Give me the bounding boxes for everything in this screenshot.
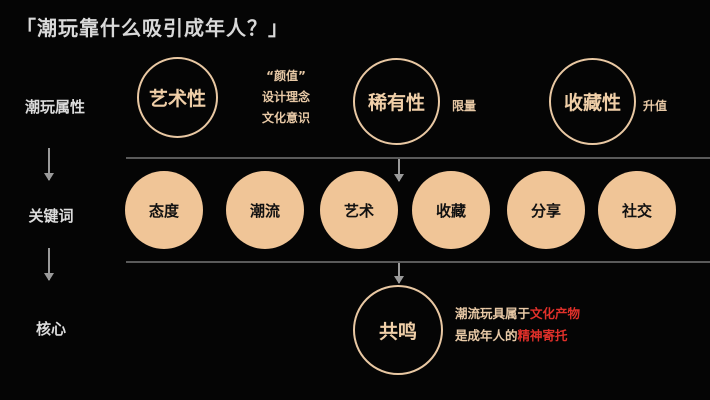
keyword-disc: 潮流	[226, 171, 304, 249]
row-label-attributes: 潮玩属性	[24, 98, 85, 116]
row-label-core: 核心	[35, 320, 66, 338]
attribute-notes-rarity: 限量	[452, 96, 476, 117]
page-title: 「潮玩靠什么吸引成年人？」	[16, 16, 289, 40]
attribute-notes-collectible: 升值	[643, 96, 667, 117]
note-line: 文化意识	[261, 111, 310, 125]
attribute-circle-art: 艺术性	[137, 57, 218, 138]
row-label-keywords: 关键词	[28, 207, 74, 225]
attribute-notes-art: “颜值” 设计理念 文化意识	[250, 66, 322, 129]
keyword-disc: 收藏	[412, 171, 490, 249]
down-arrow-icon	[44, 148, 54, 181]
note-line: 升值	[643, 99, 668, 113]
note-line: “颜值”	[266, 69, 306, 83]
core-text: 是成年人的	[455, 328, 518, 343]
core-highlight: 精神寄托	[517, 328, 568, 343]
down-arrow-icon	[394, 159, 404, 182]
attribute-label: 艺术性	[148, 88, 206, 110]
core-highlight: 文化产物	[530, 306, 581, 321]
keyword-disc: 分享	[507, 171, 585, 249]
divider-line	[126, 261, 710, 263]
core-line-1: 潮流玩具属于文化产物	[455, 303, 580, 325]
down-arrow-icon	[44, 248, 54, 281]
core-text: 潮流玩具属于	[455, 306, 531, 321]
core-description: 潮流玩具属于文化产物 是成年人的精神寄托	[455, 303, 580, 347]
core-line-2: 是成年人的精神寄托	[455, 325, 580, 347]
keyword-disc: 艺术	[320, 171, 398, 249]
note-line: 限量	[452, 99, 477, 113]
divider-line	[126, 157, 710, 159]
keyword-disc: 社交	[598, 171, 676, 249]
attribute-circle-collectible: 收藏性	[549, 58, 636, 145]
attribute-circle-rarity: 稀有性	[353, 58, 440, 145]
attribute-label: 收藏性	[563, 92, 621, 114]
core-label: 共鸣	[378, 320, 417, 343]
down-arrow-icon	[394, 263, 404, 284]
keyword-disc: 态度	[125, 171, 203, 249]
attribute-label: 稀有性	[367, 92, 425, 114]
note-line: 设计理念	[261, 90, 310, 104]
core-circle: 共鸣	[353, 285, 443, 375]
